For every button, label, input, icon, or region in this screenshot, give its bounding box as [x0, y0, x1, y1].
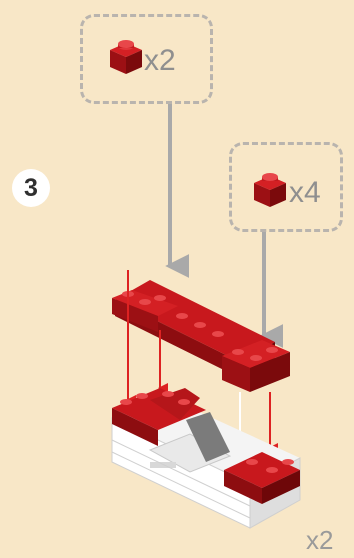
red-1x1-brick-icon — [110, 40, 142, 74]
parts-callout-1 — [80, 14, 213, 104]
red-brick-base-top — [112, 388, 300, 504]
step-number-badge: 3 — [12, 169, 50, 207]
parts-callout-2 — [229, 142, 343, 232]
part-quantity-1: x2 — [144, 44, 176, 77]
build-repeat-multiplier: x2 — [306, 525, 334, 555]
part-quantity-2: x4 — [289, 176, 321, 209]
red-brick-frame — [112, 280, 290, 392]
red-1x1-brick-icon — [254, 173, 286, 207]
